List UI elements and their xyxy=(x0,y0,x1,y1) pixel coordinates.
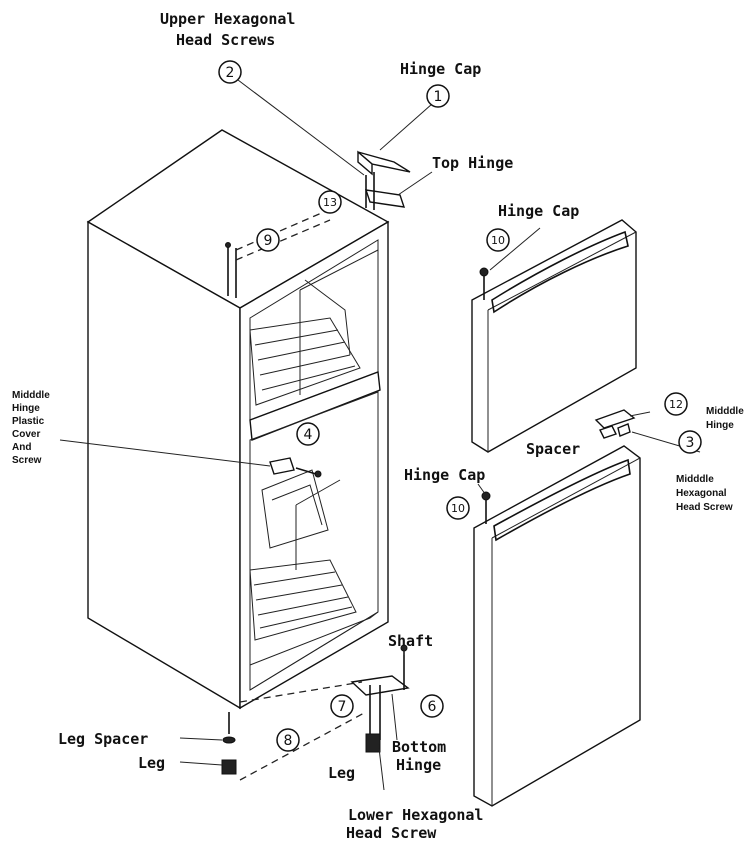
compartment-divider xyxy=(249,371,381,441)
cabinet-left-side xyxy=(87,220,241,710)
refrigerator-cabinet xyxy=(86,129,390,710)
svg-text:13: 13 xyxy=(323,196,337,209)
callout-10-freezer: 10 xyxy=(486,228,510,252)
svg-text:6: 6 xyxy=(428,699,437,715)
callout-9: 9 xyxy=(256,228,280,252)
label-leg-right: Leg xyxy=(328,764,355,782)
svg-text:1: 1 xyxy=(434,89,443,105)
fridge-inner-bracket xyxy=(261,469,329,549)
label-shaft: Shaft xyxy=(388,632,433,650)
middle-hinge-part xyxy=(594,409,636,439)
label-middle-hinge-line2: Hinge xyxy=(706,420,734,431)
label-middle-screw-line3: Head Screw xyxy=(676,502,733,513)
dashed-guides xyxy=(235,204,367,781)
label-plastic-cover-line4: Cover xyxy=(12,429,40,440)
svg-text:10: 10 xyxy=(491,234,505,247)
label-middle-screw-line2: Hexagonal xyxy=(676,488,727,499)
svg-text:4: 4 xyxy=(304,427,313,443)
svg-text:2: 2 xyxy=(226,65,235,81)
label-lower-screw-line2: Head Screw xyxy=(346,824,437,842)
label-upper-screws-line2: Head Screws xyxy=(176,31,275,49)
label-plastic-cover-line5: And xyxy=(12,442,31,453)
callout-10-fridge: 10 xyxy=(446,496,470,520)
callout-6: 6 xyxy=(420,694,444,718)
callout-8: 8 xyxy=(276,728,300,752)
callout-7: 7 xyxy=(330,694,354,718)
label-plastic-cover-line3: Plastic xyxy=(12,416,45,427)
leg-part-left xyxy=(221,712,237,775)
callout-4: 4 xyxy=(296,422,320,446)
callout-2: 2 xyxy=(218,60,242,84)
fridge-door xyxy=(473,445,641,807)
label-hinge-cap-top: Hinge Cap xyxy=(400,60,481,78)
label-leg-spacer: Leg Spacer xyxy=(58,730,148,748)
label-middle-hinge-line1: Midddle xyxy=(706,406,744,417)
hinge-cap-part xyxy=(357,150,411,176)
label-hinge-cap-freezer: Hinge Cap xyxy=(498,202,579,220)
callout-13: 13 xyxy=(318,190,342,214)
label-plastic-cover-line6: Screw xyxy=(12,455,42,466)
freezer-hinge-cap-pin xyxy=(479,267,489,300)
plastic-cover-part xyxy=(269,457,322,478)
callout-circles: 1 2 13 9 10 12 3 4 xyxy=(218,60,702,752)
bottom-hinge-part xyxy=(350,644,410,740)
label-plastic-cover-line2: Hinge xyxy=(12,403,40,414)
label-top-hinge: Top Hinge xyxy=(432,154,513,172)
svg-text:10: 10 xyxy=(451,502,465,515)
fridge-door-body xyxy=(473,445,641,807)
label-middle-screw-line1: Midddle xyxy=(676,474,714,485)
svg-text:12: 12 xyxy=(669,398,683,411)
label-bottom-hinge-line1: Bottom xyxy=(392,738,446,756)
svg-text:7: 7 xyxy=(338,699,347,715)
label-upper-screws-line1: Upper Hexagonal xyxy=(160,10,295,28)
svg-text:9: 9 xyxy=(264,233,273,249)
svg-text:3: 3 xyxy=(686,435,695,451)
label-bottom-hinge-line2: Hinge xyxy=(396,756,441,774)
label-spacer: Spacer xyxy=(526,440,580,458)
label-leg-left: Leg xyxy=(138,754,165,772)
callout-3: 3 xyxy=(678,430,702,454)
freezer-door xyxy=(471,219,637,453)
callout-1: 1 xyxy=(426,84,450,108)
upper-screw-pins xyxy=(225,242,237,298)
label-hinge-cap-fridge: Hinge Cap xyxy=(404,466,485,484)
label-lower-screw-line1: Lower Hexagonal xyxy=(348,806,483,824)
label-plastic-cover-line1: Midddle xyxy=(12,390,50,401)
text-labels: Upper Hexagonal Head Screws Hinge Cap To… xyxy=(12,10,744,842)
leg-part-right xyxy=(365,733,381,753)
callout-12: 12 xyxy=(664,392,688,416)
crisper-shelf xyxy=(249,559,357,641)
freezer-door-body xyxy=(471,219,637,453)
freezer-shelf xyxy=(249,317,361,406)
top-hinge-part xyxy=(364,172,406,210)
cabinet-front xyxy=(239,220,389,710)
freezer-door-handle xyxy=(491,230,629,314)
svg-text:8: 8 xyxy=(284,733,293,749)
fridge-door-handle xyxy=(493,458,631,542)
